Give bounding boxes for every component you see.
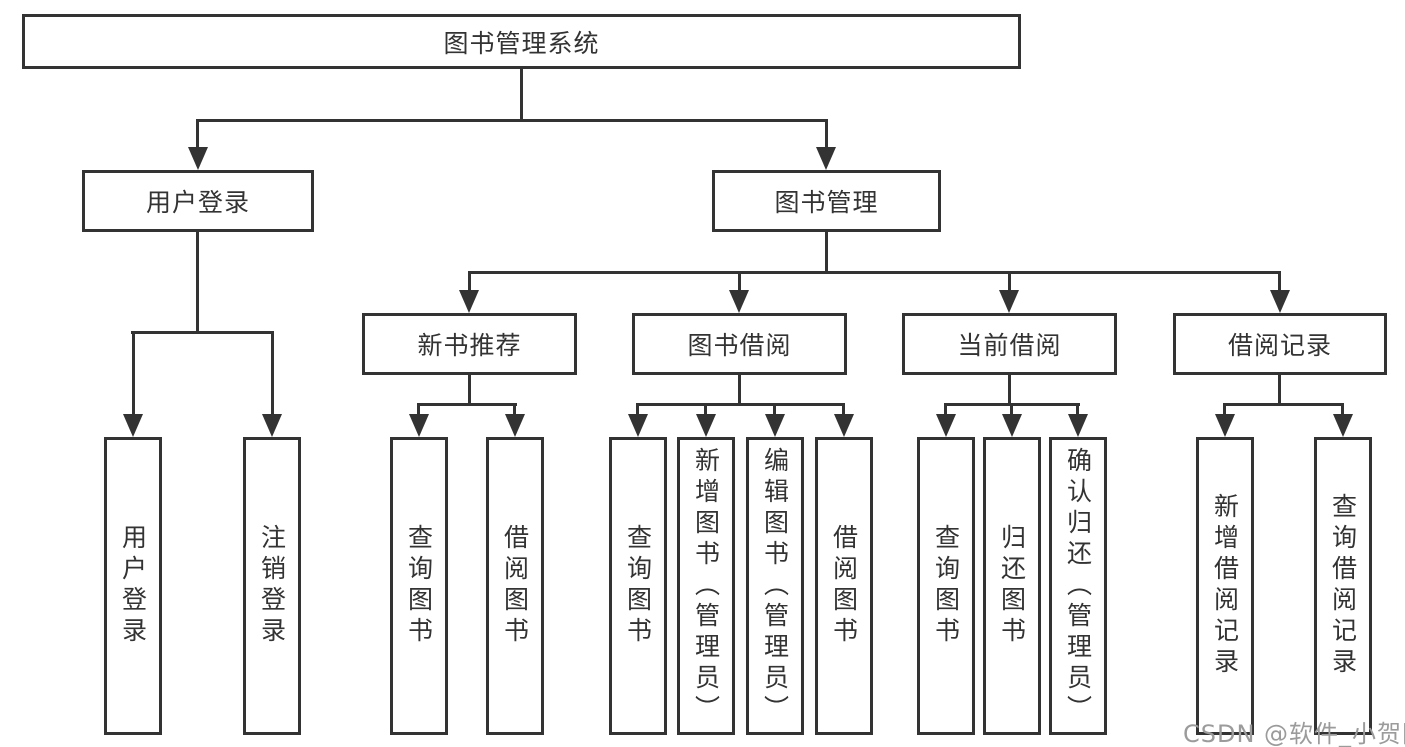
leaf-borrow-books-recommend-label: 借阅图书 — [500, 524, 530, 648]
leaf-borrow-books-recommend: 借阅图书 — [486, 437, 544, 735]
connector-section-hline — [1223, 403, 1344, 406]
node-new-book-recommend-label: 新书推荐 — [417, 331, 522, 360]
leaf-query-books-recommend: 查询图书 — [390, 437, 448, 735]
watermark-text: CSDN @软件_小贺同学 — [1183, 720, 1405, 747]
leaf-user-login-label: 用户登录 — [118, 524, 148, 648]
connector-stem — [944, 404, 947, 416]
connector-stem — [842, 404, 845, 416]
leaf-confirm-return-admin: 确认归还（管理员） — [1049, 437, 1107, 735]
connector-stem — [1278, 272, 1281, 292]
leaf-query-borrow-record-label: 查询借阅记录 — [1328, 493, 1358, 679]
arrow-down-icon — [123, 414, 143, 437]
leaf-add-borrow-record: 新增借阅记录 — [1196, 437, 1254, 735]
leaf-logout-label: 注销登录 — [257, 524, 287, 648]
leaf-add-borrow-record-label: 新增借阅记录 — [1210, 493, 1240, 679]
leaf-query-books-borrow-label: 查询图书 — [623, 524, 653, 648]
arrow-down-icon — [188, 147, 208, 170]
node-user-login: 用户登录 — [82, 170, 314, 232]
leaf-return-books-label: 归还图书 — [997, 524, 1027, 648]
arrow-down-icon — [936, 414, 956, 437]
connector-stem — [1223, 404, 1226, 416]
connector-stem — [417, 404, 420, 416]
connector-section-hline — [417, 403, 517, 406]
node-book-management: 图书管理 — [712, 170, 941, 232]
node-root: 图书管理系统 — [22, 14, 1021, 69]
connector-stem — [1008, 272, 1011, 292]
connector-stem — [196, 120, 199, 150]
arrow-down-icon — [1270, 290, 1290, 313]
leaf-borrow-books-borrow-label: 借阅图书 — [829, 524, 859, 648]
leaf-confirm-return-admin-label: 确认归还（管理员） — [1063, 446, 1093, 726]
connector-stem — [468, 272, 471, 292]
node-borrow-records-label: 借阅记录 — [1227, 331, 1332, 360]
node-book-borrow: 图书借阅 — [632, 313, 847, 375]
arrow-down-icon — [459, 290, 479, 313]
connector-section-vline — [468, 375, 471, 406]
connector-section-vline — [1278, 375, 1281, 406]
connector-book-mgmt-vline — [825, 232, 828, 274]
arrow-down-icon — [1068, 414, 1088, 437]
connector-user-login-hline — [131, 331, 274, 334]
arrow-down-icon — [999, 290, 1019, 313]
node-book-borrow-label: 图书借阅 — [687, 331, 792, 360]
connector-stem — [1341, 404, 1344, 416]
arrow-down-icon — [729, 290, 749, 313]
node-root-label: 图书管理系统 — [443, 28, 600, 58]
leaf-query-borrow-record: 查询借阅记录 — [1314, 437, 1372, 735]
connector-user-login-vline — [196, 232, 199, 334]
connector-stem — [1076, 404, 1079, 416]
leaf-query-books-recommend-label: 查询图书 — [404, 524, 434, 648]
connector-stem — [1010, 404, 1013, 416]
arrow-down-icon — [834, 414, 854, 437]
leaf-edit-book-admin-label: 编辑图书（管理员） — [760, 446, 790, 726]
arrow-down-icon — [1333, 414, 1353, 437]
leaf-return-books: 归还图书 — [983, 437, 1041, 735]
connector-stem — [825, 120, 828, 150]
leaf-add-book-admin-label: 新增图书（管理员） — [691, 446, 721, 726]
arrow-down-icon — [816, 147, 836, 170]
arrow-down-icon — [1002, 414, 1022, 437]
leaf-query-books-current: 查询图书 — [917, 437, 975, 735]
node-borrow-records: 借阅记录 — [1173, 313, 1387, 375]
leaf-logout: 注销登录 — [243, 437, 301, 735]
arrow-down-icon — [696, 414, 716, 437]
connector-root-vline — [520, 69, 523, 121]
connector-stem — [738, 272, 741, 292]
node-current-borrow-label: 当前借阅 — [957, 331, 1062, 360]
arrow-down-icon — [505, 414, 525, 437]
leaf-edit-book-admin: 编辑图书（管理员） — [746, 437, 804, 735]
connector-section-vline — [738, 375, 741, 406]
node-current-borrow: 当前借阅 — [902, 313, 1117, 375]
connector-root-hline — [196, 119, 828, 122]
leaf-query-books-borrow: 查询图书 — [609, 437, 667, 735]
leaf-borrow-books-borrow: 借阅图书 — [815, 437, 873, 735]
arrow-down-icon — [262, 414, 282, 437]
arrow-down-icon — [765, 414, 785, 437]
connector-stem — [513, 404, 516, 416]
connector-stem — [271, 331, 274, 416]
leaf-add-book-admin: 新增图书（管理员） — [677, 437, 735, 735]
arrow-down-icon — [628, 414, 648, 437]
arrow-down-icon — [1215, 414, 1235, 437]
connector-stem — [704, 404, 707, 416]
leaf-user-login: 用户登录 — [104, 437, 162, 735]
connector-book-mgmt-hline — [468, 271, 1281, 274]
connector-stem — [773, 404, 776, 416]
connector-stem — [636, 404, 639, 416]
node-new-book-recommend: 新书推荐 — [362, 313, 577, 375]
connector-section-vline — [1008, 375, 1011, 406]
leaf-query-books-current-label: 查询图书 — [931, 524, 961, 648]
arrow-down-icon — [409, 414, 429, 437]
node-book-management-label: 图书管理 — [774, 188, 879, 217]
connector-section-hline — [636, 403, 845, 406]
connector-stem — [132, 331, 135, 416]
node-user-login-label: 用户登录 — [145, 188, 250, 217]
